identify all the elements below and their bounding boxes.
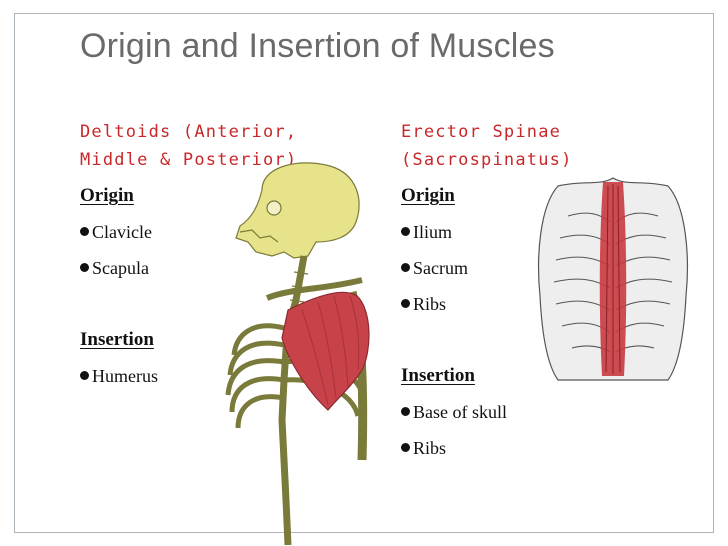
- right-origin-item-2: Sacrum: [413, 258, 468, 278]
- bullet-icon: [80, 263, 89, 272]
- list-item: Humerus: [80, 358, 297, 394]
- slide-frame: [14, 13, 714, 533]
- right-heading-line1: Erector Spinae: [401, 122, 562, 142]
- skeleton-deltoid-illustration: [225, 162, 370, 545]
- bullet-icon: [401, 299, 410, 308]
- left-origin-item-2: Scapula: [92, 258, 149, 278]
- right-heading-line2: (Sacrospinatus): [401, 150, 573, 170]
- slide-title: Origin and Insertion of Muscles: [80, 27, 555, 65]
- left-insertion-item-1: Humerus: [92, 366, 158, 386]
- erector-spinae-illustration: [538, 177, 688, 381]
- right-insertion-item-1: Base of skull: [413, 402, 507, 422]
- right-column: Erector Spinae (Sacrospinatus) Origin Il…: [401, 118, 573, 466]
- right-insertion-item-2: Ribs: [413, 438, 447, 458]
- list-item: Sacrum: [401, 250, 573, 286]
- list-item: Clavicle: [80, 214, 297, 250]
- bullet-icon: [401, 443, 410, 452]
- list-item: Scapula: [80, 250, 297, 286]
- left-heading-line2: Middle & Posterior): [80, 150, 298, 170]
- right-insertion-label: Insertion: [401, 365, 475, 386]
- bullet-icon: [80, 371, 89, 380]
- bullet-icon: [401, 227, 410, 236]
- left-origin-item-1: Clavicle: [92, 222, 152, 242]
- list-item: Ribs: [401, 286, 573, 322]
- list-item: Ilium: [401, 214, 573, 250]
- right-origin-item-3: Ribs: [413, 294, 447, 314]
- left-origin-label: Origin: [80, 185, 134, 206]
- list-item: Ribs: [401, 430, 573, 466]
- right-origin-label: Origin: [401, 185, 455, 206]
- list-item: Base of skull: [401, 394, 573, 430]
- left-insertion-label: Insertion: [80, 329, 154, 350]
- left-column: Deltoids (Anterior, Middle & Posterior) …: [80, 118, 297, 394]
- bullet-icon: [401, 263, 410, 272]
- bullet-icon: [401, 407, 410, 416]
- bullet-icon: [80, 227, 89, 236]
- left-heading-line1: Deltoids (Anterior,: [80, 122, 298, 142]
- right-origin-item-1: Ilium: [413, 222, 452, 242]
